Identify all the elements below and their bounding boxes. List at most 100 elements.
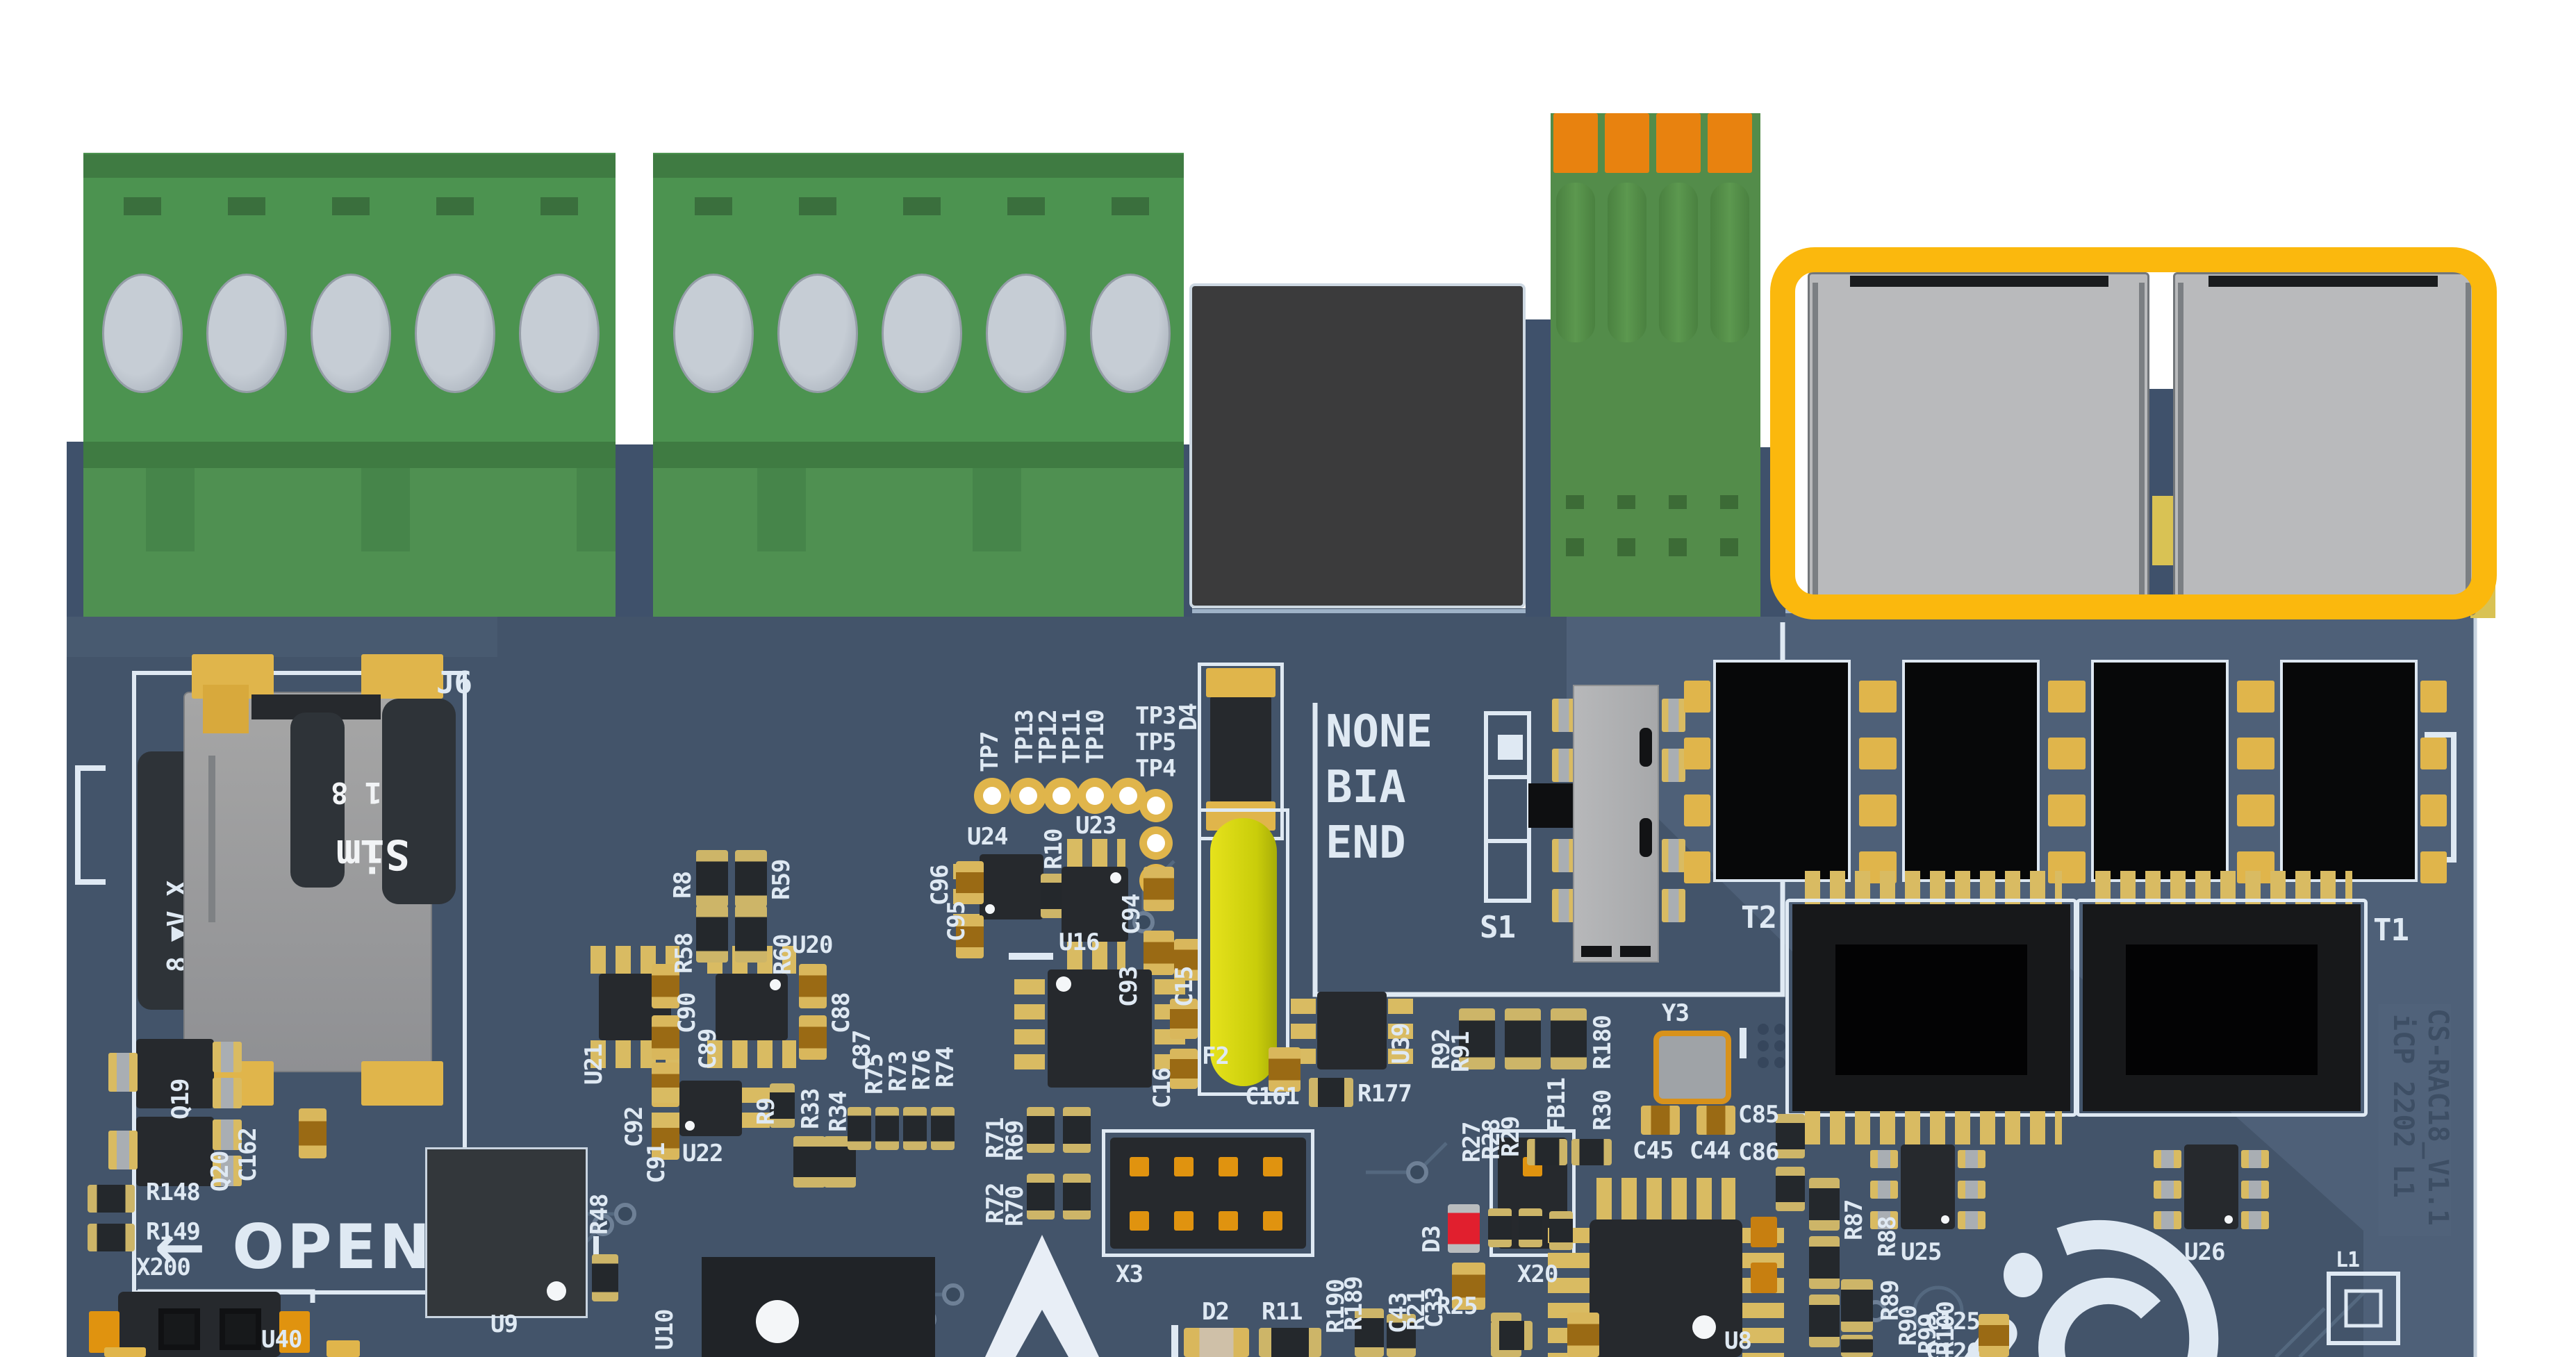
silk-label: U8 [1724, 1327, 1752, 1355]
silk-label: L1 [2336, 1248, 2360, 1272]
component-pad [2420, 738, 2447, 769]
resistor-r11 [1259, 1328, 1321, 1357]
silk-label: R100 [1932, 1301, 1960, 1356]
silk-label: Y3 [1662, 999, 1690, 1027]
testpoint-tp5 [1139, 826, 1173, 860]
capacitor-c90 [652, 964, 679, 1008]
terminal-block-top-strip [653, 154, 1184, 178]
small-passive [1549, 1211, 1573, 1250]
header-pin [1219, 1157, 1238, 1176]
plug-hole [1566, 495, 1584, 509]
sot-pad [1870, 1181, 1898, 1199]
crystal-y3 [1653, 1031, 1731, 1104]
component-pad [1859, 681, 1897, 713]
plug-actuator [1605, 113, 1649, 173]
resistor-r76 [903, 1107, 927, 1150]
component-pad [213, 1078, 242, 1108]
ic-pins [1388, 999, 1413, 1065]
silk-label: C94 [1118, 894, 1146, 935]
header-pin [1219, 1211, 1238, 1231]
sim-card-slot [382, 699, 456, 904]
resistor-r72-r70 [1027, 1174, 1055, 1219]
terminal-screw-hole [519, 274, 600, 393]
plug-channel [1556, 183, 1595, 342]
pin1-dot [2224, 1215, 2233, 1224]
silk-label: J6 [436, 665, 472, 701]
sot-pad [2241, 1150, 2269, 1168]
fuse-f2-outline [1198, 808, 1289, 1096]
component-pad [1684, 851, 1710, 883]
switch-pad [1552, 889, 1576, 922]
terminal-screw-hole [673, 274, 754, 393]
terminal-slot-tick [540, 197, 578, 215]
terminal-screw-hole [882, 274, 962, 393]
terminal-block-tab [757, 468, 806, 551]
terminal-screw-hole [206, 274, 287, 393]
component-pad [104, 1347, 146, 1357]
capacitor-c15 [1174, 939, 1200, 981]
silk-label: C96 [926, 865, 954, 906]
header-x20-outline [1489, 1129, 1576, 1257]
resistor-r48 [592, 1254, 618, 1301]
silk-label: C162 [234, 1128, 262, 1182]
silk-label: R73 [884, 1051, 912, 1092]
terminal-block-a [83, 153, 616, 617]
switch-pad [1552, 699, 1576, 732]
silk-label: C15 [1171, 966, 1198, 1007]
silk-label: R58 [670, 933, 698, 974]
resistor-r90 [1841, 1335, 1873, 1357]
switch-pad [1662, 889, 1685, 922]
component-pad [2420, 794, 2447, 826]
resistor-r9 [770, 1083, 795, 1128]
silk-label: C43 [1385, 1292, 1412, 1333]
rj45-highlight-annotation[interactable] [1770, 247, 2497, 619]
switch-option-bia: BIA [1326, 762, 1406, 813]
connector-pin-hole [158, 1308, 200, 1350]
capacitor-c85 [1776, 1114, 1805, 1158]
plug-actuator [1656, 113, 1701, 173]
silk-label: R70 [1001, 1185, 1029, 1226]
silk-label: X3 [1116, 1260, 1143, 1288]
ic-pins [1067, 942, 1125, 969]
silk-label: X200 [136, 1254, 191, 1281]
resistor-r58 [696, 906, 728, 963]
component-pad [2420, 851, 2447, 883]
isolator-chip-4 [2280, 660, 2418, 882]
silk-label: C93 [1115, 966, 1143, 1007]
slide-switch-s1[interactable] [1573, 685, 1659, 963]
terminal-slot-tick [1007, 197, 1045, 215]
terminal-block-tab [577, 468, 616, 551]
capacitor-c16b [1170, 1049, 1198, 1089]
silk-label: TP5 [1135, 729, 1176, 756]
resistor-r88 [1809, 1236, 1840, 1289]
silk-label: R87 [1840, 1199, 1868, 1240]
silk-label: C85 [1738, 1101, 1779, 1129]
capacitor-c43 [1567, 1313, 1599, 1357]
plug-hole [1617, 495, 1635, 509]
terminal-screw-hole [415, 274, 495, 393]
silk-label: U24 [967, 823, 1008, 851]
silk-label: R8 [669, 872, 697, 899]
rj45-shield-seam [2178, 283, 2183, 602]
silk-label: X20 [1517, 1260, 1558, 1288]
silk-label: Q20 [206, 1151, 234, 1192]
capacitor-c45 [1641, 1106, 1680, 1135]
capacitor-c33 [1452, 1263, 1485, 1310]
pin1-dot [770, 979, 781, 990]
sot-pad [2154, 1150, 2181, 1168]
silk-label: TP4 [1135, 755, 1176, 783]
plug-channel [1710, 183, 1749, 342]
switch-pad [1662, 699, 1685, 732]
silk-label: C89 [694, 1029, 722, 1069]
slide-switch-lever[interactable] [1528, 783, 1577, 828]
silk-label: R25 [1437, 1292, 1478, 1320]
resistor-pair [1063, 1107, 1091, 1153]
capacitor-d2 [1184, 1328, 1249, 1357]
silk-label: C45 [1633, 1137, 1674, 1165]
resistor-r92 [1459, 1008, 1495, 1069]
ic-pins [742, 1088, 770, 1131]
header-pin [1174, 1211, 1194, 1231]
terminal-screw-hole [986, 274, 1066, 393]
ic-pins [1067, 839, 1125, 867]
silk-label: U9 [490, 1310, 518, 1338]
